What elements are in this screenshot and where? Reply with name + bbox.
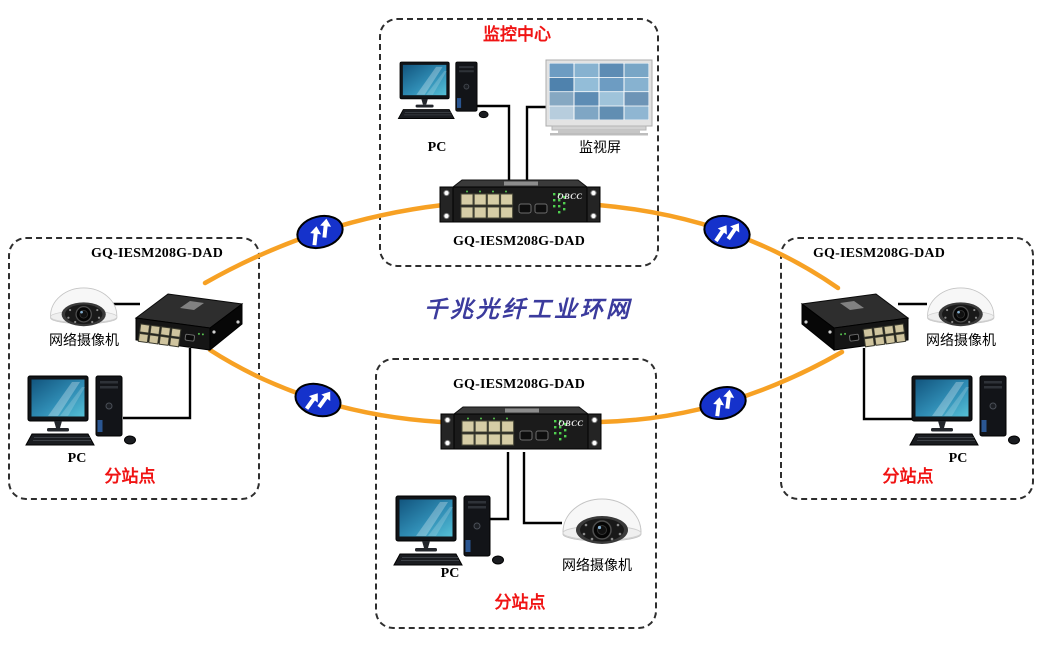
camera-label-right: 网络摄像机 xyxy=(926,333,996,349)
camera-label-bottom: 网络摄像机 xyxy=(562,558,632,574)
switch-model-label-bottom: GQ-IESM208G-DAD xyxy=(452,377,586,392)
fiber-link-icon-bottom-left xyxy=(290,377,346,423)
pc-icon-left xyxy=(25,375,136,446)
patch-cables xyxy=(108,104,927,525)
fiber-link-icon-top-right xyxy=(699,210,755,254)
video-wall-icon xyxy=(545,59,653,136)
ring-network-title: 千兆光纤工业环网 xyxy=(424,297,632,322)
monitoring-center-title: 监控中心 xyxy=(483,25,551,44)
cable-left-pc xyxy=(123,348,192,420)
switch-brand-text-bottom: OBCC xyxy=(558,418,583,428)
switch-model-label-right: GQ-IESM208G-DAD xyxy=(812,246,946,261)
cable-bottom-pc xyxy=(488,452,510,521)
fiber-link-icon-top-left xyxy=(292,210,348,254)
video-wall-label: 监视屏 xyxy=(579,140,621,156)
pc-label-right: PC xyxy=(948,451,968,466)
cable-center-pc xyxy=(477,104,511,181)
pc-icon-center xyxy=(397,61,489,119)
switch-icon-left xyxy=(135,293,243,351)
switch-icon-bottom xyxy=(440,406,602,450)
cable-right-pc xyxy=(862,348,914,421)
switch-brand-text-center: OBCC xyxy=(557,191,582,201)
switch-model-label-left: GQ-IESM208G-DAD xyxy=(90,246,224,261)
pc-label-left: PC xyxy=(67,451,87,466)
right-substation-box xyxy=(780,237,1034,500)
pc-icon-right xyxy=(909,375,1020,446)
switch-model-label-center: GQ-IESM208G-DAD xyxy=(452,234,586,249)
dome-camera-icon-bottom xyxy=(562,498,642,545)
fiber-link-icon-bottom-right xyxy=(696,381,750,425)
pc-label-bottom: PC xyxy=(440,566,460,581)
substation-label-right: 分站点 xyxy=(882,467,934,486)
dome-camera-icon-right xyxy=(926,287,995,327)
left-substation-box xyxy=(8,237,260,500)
dome-camera-icon-left xyxy=(49,287,118,327)
substation-label-left: 分站点 xyxy=(104,467,156,486)
camera-label-left: 网络摄像机 xyxy=(49,333,119,349)
substation-label-bottom: 分站点 xyxy=(494,593,546,612)
bottom-substation-box xyxy=(375,358,657,629)
cable-bottom-camera xyxy=(522,452,562,525)
monitoring-center-box xyxy=(379,18,659,267)
switch-icon-right xyxy=(801,293,909,351)
cable-center-wall xyxy=(525,105,546,181)
pc-icon-bottom xyxy=(393,495,504,566)
pc-label-center: PC xyxy=(427,140,447,155)
switch-icon-center xyxy=(439,179,601,223)
